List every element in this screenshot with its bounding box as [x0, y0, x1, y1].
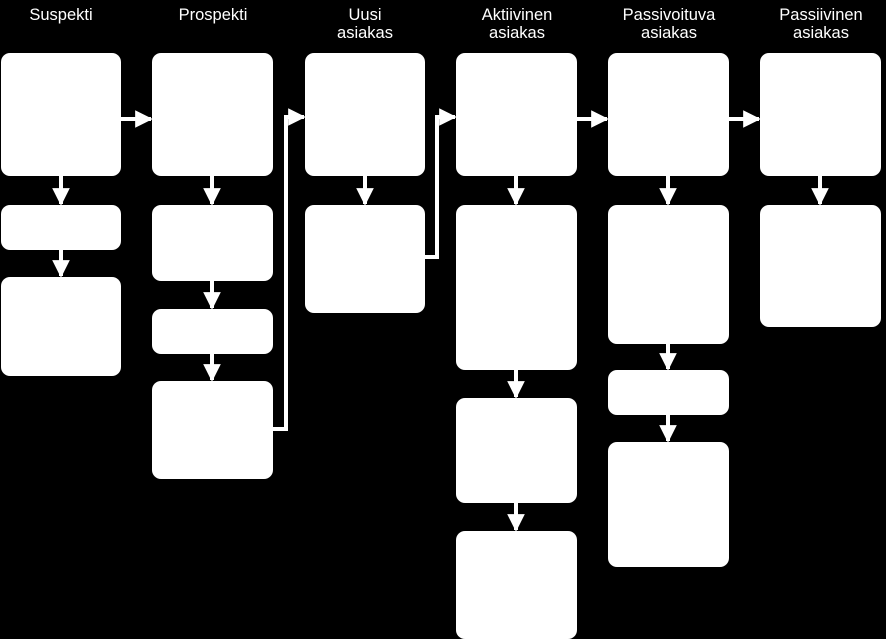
column-header-uusi-asiakas: Uusi asiakas: [290, 6, 440, 42]
column-header-passivoituva-asiakas: Passivoituva asiakas: [594, 6, 744, 42]
header-line-1: Aktiivinen: [481, 6, 553, 24]
header-line-1: Passivoituva: [622, 6, 716, 24]
suspekti-box-2: [1, 205, 121, 250]
header-line-1: Uusi: [348, 6, 382, 24]
prospekti-box-3: [152, 309, 273, 354]
prospekti-box-2: [152, 205, 273, 281]
aktiivinen-asiakas-box-1: [456, 53, 577, 176]
aktiivinen-asiakas-box-2: [456, 205, 577, 370]
passivoituva-asiakas-box-4: [608, 442, 729, 567]
header-line-2: asiakas: [641, 24, 697, 42]
suspekti-box-3: [1, 277, 121, 376]
header-line-1: Prospekti: [178, 6, 248, 24]
header-line-2: asiakas: [489, 24, 545, 42]
passivoituva-asiakas-box-2: [608, 205, 729, 344]
column-header-aktiivinen-asiakas: Aktiivinen asiakas: [442, 6, 592, 42]
header-line-1: Suspekti: [29, 6, 93, 24]
column-header-passiivinen-asiakas: Passiivinen asiakas: [746, 6, 886, 42]
uusi-asiakas-box-1: [305, 53, 425, 176]
suspekti-box-1: [1, 53, 121, 176]
aktiivinen-asiakas-box-3: [456, 398, 577, 503]
arrow-uusi-asiakas-to-aktiivinen: [425, 108, 457, 259]
column-header-suspekti: Suspekti: [0, 6, 136, 24]
passiivinen-asiakas-box-2: [760, 205, 881, 327]
prospekti-box-4: [152, 381, 273, 479]
passiivinen-asiakas-box-1: [760, 53, 881, 176]
uusi-asiakas-box-2: [305, 205, 425, 313]
prospekti-box-1: [152, 53, 273, 176]
header-line-2: asiakas: [793, 24, 849, 42]
arrow-prospekti-to-uusi-asiakas: [273, 108, 306, 431]
header-line-1: Passiivinen: [779, 6, 863, 24]
header-line-2: asiakas: [337, 24, 393, 42]
aktiivinen-asiakas-box-4: [456, 531, 577, 639]
passivoituva-asiakas-box-1: [608, 53, 729, 176]
column-header-prospekti: Prospekti: [138, 6, 288, 24]
passivoituva-asiakas-box-3: [608, 370, 729, 415]
